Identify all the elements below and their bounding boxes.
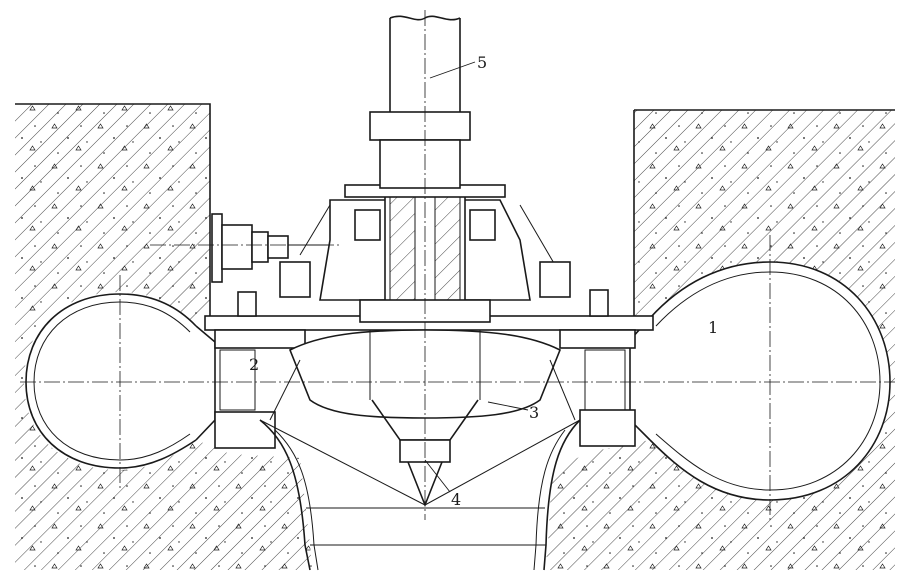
servomotor [211,213,330,283]
callout-label-2: 2 [249,355,259,374]
callout-label-3: 3 [529,403,539,422]
callout-label-1: 1 [708,318,718,337]
callout-5: 5 [429,53,487,79]
callout-1: 1 [708,318,718,337]
callout-label-4: 4 [451,490,461,509]
coupling-flange [369,111,471,189]
callout-label-5: 5 [477,53,487,72]
callout-2: 2 [249,355,259,374]
callout-3: 3 [487,401,539,422]
center-lines [20,10,895,520]
callout-4: 4 [424,459,461,509]
concrete-surround-right [545,109,895,570]
